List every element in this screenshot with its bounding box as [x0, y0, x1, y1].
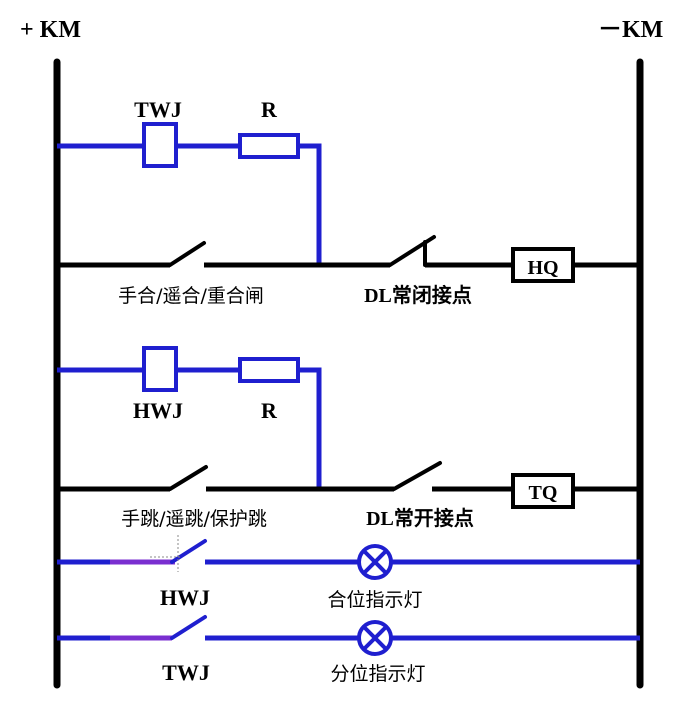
- rung1-switch-blade: [168, 241, 206, 267]
- lamp2-cross-b: [362, 625, 388, 651]
- hq-coil-label: HQ: [527, 257, 558, 279]
- tq-coil-label: TQ: [529, 482, 558, 504]
- dl-no-contact-blade: [392, 461, 442, 491]
- rung1-relay-label: TWJ: [134, 97, 182, 122]
- rung2-contact-label: DL常开接点: [366, 507, 474, 530]
- rung1-contact-label: DL常闭接点: [364, 284, 472, 307]
- rung2-resistor-label: R: [261, 398, 278, 423]
- negative-rail-label: －KM: [598, 17, 663, 43]
- hwj-relay-coil: [142, 346, 178, 392]
- twj-relay-coil: [142, 122, 178, 168]
- lamp1-cross-b: [362, 549, 388, 575]
- positive-rail-label: + KM: [20, 17, 81, 43]
- rung2-blue-wire-down: [298, 367, 322, 489]
- rung1-resistor: [238, 133, 300, 159]
- lamp2-label: 分位指示灯: [330, 663, 425, 685]
- lamp2-twj-contact-blade: [170, 615, 207, 640]
- lamp2-contact-label: TWJ: [162, 660, 210, 685]
- rung2-resistor: [238, 357, 300, 383]
- lamp1-hwj-contact-blade: [170, 539, 207, 564]
- lamp1-contact-label: HWJ: [160, 585, 210, 610]
- hq-coil: [511, 247, 575, 283]
- dl-nc-contact-blade: [388, 235, 436, 267]
- rung1-resistor-label: R: [261, 97, 278, 122]
- rung1-switch-label: 手合/遥合/重合闸: [118, 285, 264, 307]
- lamp1-label: 合位指示灯: [327, 589, 422, 611]
- rung2-switch-blade: [168, 465, 208, 491]
- rung2-switch-label: 手跳/遥跳/保护跳: [121, 508, 267, 530]
- rung1-blue-wire-down: [298, 143, 322, 265]
- rung2-relay-label: HWJ: [133, 398, 183, 423]
